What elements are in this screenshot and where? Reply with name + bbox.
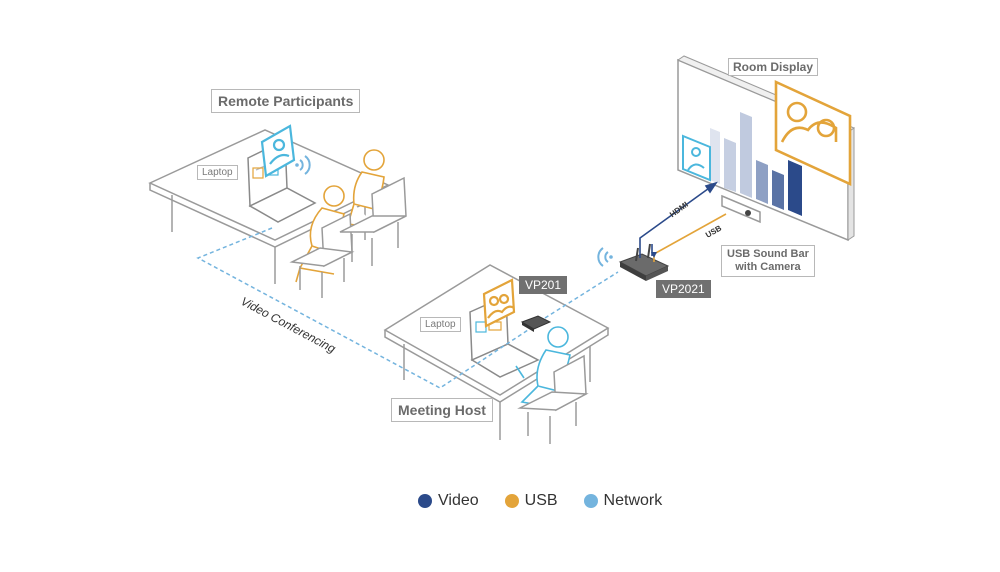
- legend-label-usb: USB: [524, 492, 558, 509]
- host-laptop-label: Laptop: [420, 317, 461, 332]
- sound-bar-label-line1: USB Sound Bar: [727, 248, 809, 260]
- host-video-window: [482, 278, 516, 328]
- usb-sound-bar: [721, 194, 761, 224]
- display-bar-graphic: [710, 112, 802, 216]
- host-chair: [517, 354, 589, 444]
- remote-chair-back: [339, 176, 407, 266]
- hdmi-cable: [639, 181, 718, 258]
- legend-label-video: Video: [438, 492, 479, 509]
- legend-label-network: Network: [603, 492, 663, 509]
- sound-bar-label: USB Sound Bar with Camera: [721, 245, 815, 277]
- remote-laptop-label: Laptop: [197, 165, 238, 180]
- legend-item-video: Video: [418, 492, 479, 510]
- wifi-icon-remote: [295, 155, 311, 175]
- remote-participants-label: Remote Participants: [211, 89, 361, 113]
- display-remote-window: [682, 134, 711, 182]
- legend: Video USB Network: [418, 492, 662, 510]
- room-display-label: Room Display: [728, 58, 819, 76]
- remote-chair-front: [289, 212, 355, 298]
- legend-dot-network: [583, 494, 598, 508]
- display-host-window: [774, 79, 852, 187]
- remote-video-window: [260, 124, 296, 178]
- network-links: [196, 227, 619, 389]
- vp2021-device: [618, 243, 670, 281]
- legend-dot-video: [418, 494, 432, 508]
- wifi-icon-vp2021: [597, 247, 613, 267]
- vp2021-tag: VP2021: [656, 280, 711, 298]
- legend-dot-usb: [504, 494, 519, 508]
- vp201-device: [520, 315, 552, 332]
- sound-bar-label-line2: with Camera: [735, 261, 801, 273]
- vp201-tag: VP201: [519, 276, 568, 294]
- meeting-host-label: Meeting Host: [391, 398, 493, 422]
- legend-item-network: Network: [583, 492, 663, 510]
- legend-item-usb: USB: [504, 492, 558, 510]
